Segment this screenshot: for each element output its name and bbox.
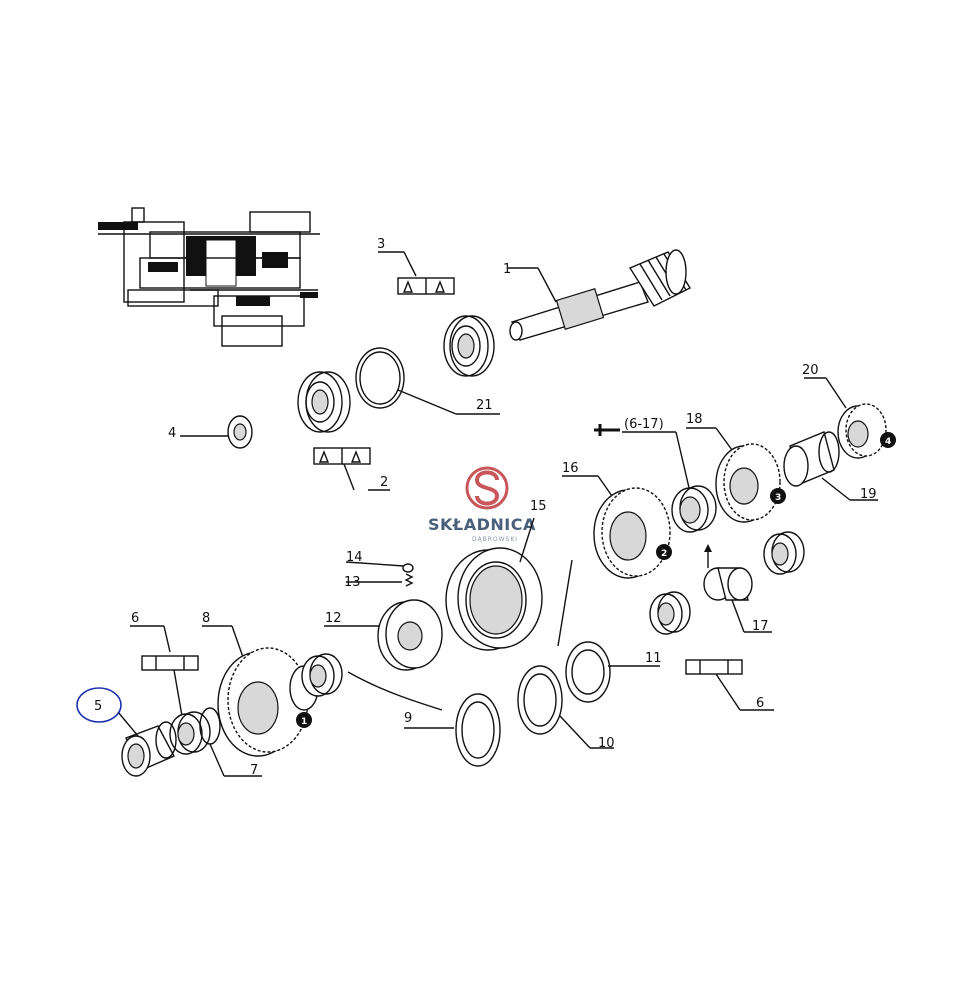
- label-part-12: 12: [325, 611, 342, 626]
- bushing-part-19: [783, 431, 840, 487]
- synchro-ring-part-11: [565, 641, 611, 703]
- main-shaft: [509, 249, 691, 341]
- needle-bearing-right: [763, 531, 805, 575]
- shim-set-part-3: [397, 277, 455, 295]
- gear-badge-3-number: 3: [775, 493, 781, 503]
- needle-roller-part-6-right: [685, 659, 743, 675]
- synchro-ring-part-9: [455, 693, 501, 767]
- nut-part-4: [227, 415, 253, 449]
- needle-bearing-lower-right: [649, 591, 691, 635]
- label-part-1: 1: [503, 262, 511, 277]
- bearing-part-3: [443, 315, 495, 377]
- gear-badge-2: 2: [656, 544, 672, 560]
- label-part-20: 20: [802, 363, 819, 378]
- highlight-circle-part-5: [76, 687, 122, 723]
- watermark-circle-icon: [465, 466, 509, 510]
- label-part-13: 13: [344, 575, 361, 590]
- bushing-part-5: [121, 721, 177, 777]
- gearbox-overview-thumbnail: [98, 207, 320, 347]
- shim-set-part-2: [313, 447, 371, 465]
- label-part-8: 8: [202, 611, 210, 626]
- gear-badge-1: 1: [296, 712, 312, 728]
- label-part-11: 11: [645, 651, 662, 666]
- snap-ring-part-21: [355, 347, 405, 409]
- watermark-title: SKŁADNICA: [428, 515, 536, 534]
- label-part-6-left: 6: [131, 611, 139, 626]
- label-part-14: 14: [346, 550, 363, 565]
- label-part-7: 7: [250, 763, 258, 778]
- watermark-subtitle: DĄBROWSKI: [472, 536, 518, 543]
- needle-bearing-upper: [671, 485, 717, 533]
- label-range-6-17: (6-17): [624, 417, 664, 432]
- pinion-gear-part-20: [837, 403, 887, 459]
- gear-badge-4: 4: [880, 432, 896, 448]
- needle-roller-part-6-left: [141, 655, 199, 671]
- watermark-logo: [465, 466, 509, 510]
- gear-part-16: [593, 487, 671, 579]
- label-part-10: 10: [598, 736, 615, 751]
- label-part-9: 9: [404, 711, 412, 726]
- gear-part-8: [217, 647, 319, 757]
- synchro-sleeve-part-15: [445, 547, 543, 651]
- needle-bearing-part-7-area: [169, 711, 211, 755]
- label-part-6-right: 6: [756, 696, 764, 711]
- watermark-s-icon: [474, 470, 500, 506]
- label-part-4: 4: [168, 426, 176, 441]
- label-part-5: 5: [94, 699, 102, 714]
- gear-badge-2-number: 2: [661, 549, 667, 559]
- detent-ball-part-14: [402, 563, 414, 573]
- spring-part-13: [404, 573, 414, 587]
- gear-badge-3: 3: [770, 488, 786, 504]
- gear-badge-1-number: 1: [301, 717, 307, 727]
- label-part-21: 21: [476, 398, 493, 413]
- label-part-15: 15: [530, 499, 547, 514]
- needle-bearing-part-8: [301, 653, 343, 697]
- label-part-19: 19: [860, 487, 877, 502]
- label-part-18: 18: [686, 412, 703, 427]
- bearing-part-2: [297, 371, 351, 433]
- label-part-16: 16: [562, 461, 579, 476]
- up-arrow-icon: [704, 544, 712, 568]
- label-part-2: 2: [380, 475, 388, 490]
- label-part-17: 17: [752, 619, 769, 634]
- gear-badge-4-number: 4: [885, 437, 891, 447]
- synchro-ring-part-10: [517, 665, 563, 735]
- bushing-part-17: [703, 567, 753, 601]
- synchro-hub-part-12: [377, 599, 443, 671]
- plus-icon: [594, 424, 620, 436]
- gear-part-18: [715, 443, 781, 523]
- label-part-3: 3: [377, 237, 385, 252]
